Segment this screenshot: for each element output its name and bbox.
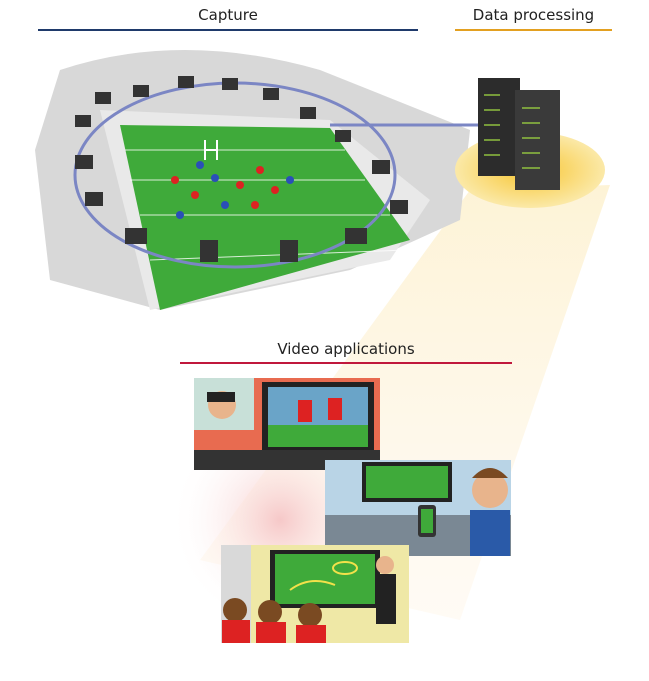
app-smartphone-viewing [325, 460, 511, 556]
data-processing-underline [455, 29, 612, 31]
video-applications-heading: Video applications [277, 340, 415, 358]
capture-underline [38, 29, 418, 31]
data-server [455, 78, 605, 208]
stadium [35, 50, 480, 310]
capture-heading: Capture [198, 6, 258, 24]
app-coaching [221, 545, 409, 643]
app-vr-viewing [194, 378, 380, 470]
video-applications-underline [180, 362, 512, 364]
data-processing-heading: Data processing [472, 6, 595, 24]
